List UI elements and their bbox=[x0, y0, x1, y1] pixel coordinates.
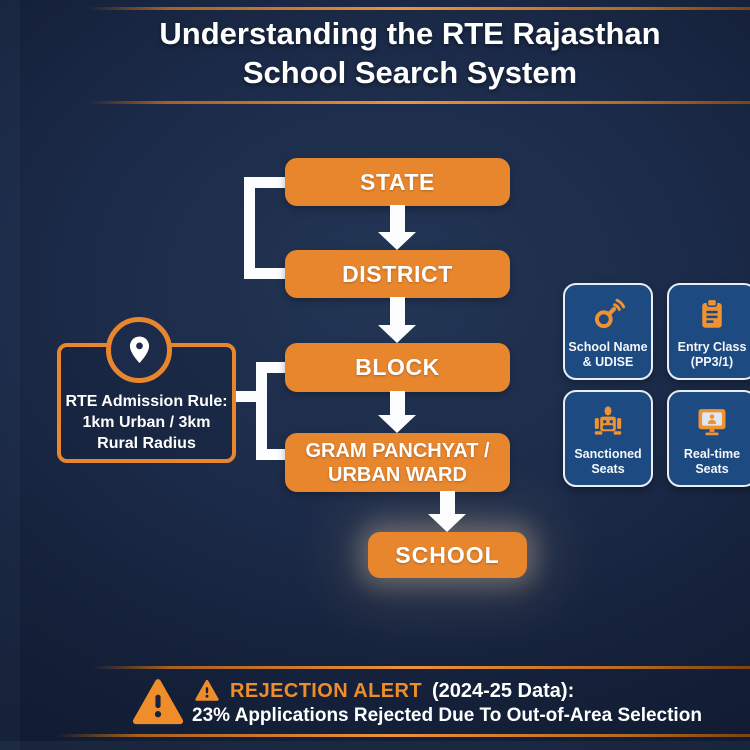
left-edge-band bbox=[0, 0, 20, 750]
arrow-down-icon bbox=[428, 491, 466, 532]
divider-title-bottom bbox=[88, 101, 750, 104]
admission-rule-line-1: RTE Admission Rule: bbox=[65, 393, 228, 410]
admission-rule-line-3: Rural Radius bbox=[97, 435, 196, 452]
alert-headline: REJECTION ALERT (2024-25 Data): bbox=[194, 678, 574, 704]
clipboard-icon bbox=[694, 293, 730, 337]
card-label: School Name & UDISE bbox=[568, 340, 647, 370]
admission-rule-line-2: 1km Urban / 3km bbox=[82, 414, 211, 431]
card-label-line-2: & UDISE bbox=[582, 355, 634, 369]
title-line-1: Understanding the RTE Rajasthan bbox=[159, 16, 661, 51]
flow-step-gram-panchyat: GRAM PANCHYAT / URBAN WARD bbox=[285, 433, 510, 492]
card-label: Entry Class (PP3/1) bbox=[678, 340, 747, 370]
card-label-line-2: (PP3/1) bbox=[690, 355, 734, 369]
connector-block-gram bbox=[256, 362, 285, 460]
arrow-down-icon bbox=[378, 297, 416, 343]
card-label-line-1: School Name bbox=[568, 340, 648, 354]
connector-state-district bbox=[244, 177, 285, 279]
card-label-line-1: Real-time bbox=[683, 447, 741, 461]
feature-card-entry-class: Entry Class (PP3/1) bbox=[667, 283, 750, 380]
page-title: Understanding the RTE Rajasthan School S… bbox=[70, 14, 750, 92]
location-pin-badge bbox=[106, 317, 172, 383]
feature-card-sanctioned-seats: Sanctioned Seats bbox=[563, 390, 653, 487]
admission-rule-text: RTE Admission Rule: 1km Urban / 3km Rura… bbox=[61, 391, 232, 454]
arrow-down-icon bbox=[378, 391, 416, 433]
search-signal-icon bbox=[590, 293, 626, 337]
card-label-line-1: Sanctioned bbox=[574, 447, 642, 461]
warning-triangle-icon bbox=[130, 675, 186, 731]
card-label: Sanctioned Seats bbox=[574, 447, 641, 477]
alert-heading: REJECTION ALERT bbox=[230, 679, 422, 702]
card-label: Real-time Seats bbox=[684, 447, 740, 477]
card-label-line-2: Seats bbox=[695, 462, 729, 476]
flow-step-block: BLOCK bbox=[285, 343, 510, 392]
seat-person-icon bbox=[590, 400, 626, 444]
location-pin-icon bbox=[129, 336, 149, 363]
warning-triangle-icon bbox=[194, 678, 220, 704]
card-label-line-2: Seats bbox=[591, 462, 625, 476]
flow-step-district: DISTRICT bbox=[285, 250, 510, 298]
arrow-down-icon bbox=[378, 205, 416, 250]
title-line-2: School Search System bbox=[242, 55, 578, 90]
alert-message: 23% Applications Rejected Due To Out-of-… bbox=[192, 705, 702, 726]
divider-alert-top bbox=[92, 666, 750, 669]
feature-card-school-name-udise: School Name & UDISE bbox=[563, 283, 653, 380]
flow-step-district-label: DISTRICT bbox=[342, 260, 453, 287]
divider-top bbox=[88, 7, 750, 10]
card-label-line-1: Entry Class bbox=[677, 340, 747, 354]
bottom-edge-band bbox=[0, 741, 750, 750]
flow-step-state: STATE bbox=[285, 158, 510, 206]
flow-step-gram-panchyat-label: GRAM PANCHYAT / URBAN WARD bbox=[305, 439, 490, 486]
divider-bottom bbox=[56, 734, 750, 737]
connector-callout-line bbox=[234, 391, 258, 402]
alert-period: (2024-25 Data): bbox=[431, 679, 575, 702]
flow-step-block-label: BLOCK bbox=[355, 354, 440, 380]
feature-card-realtime-seats: Real-time Seats bbox=[667, 390, 750, 487]
flow-step-school-label: SCHOOL bbox=[395, 541, 500, 568]
flow-step-state-label: STATE bbox=[360, 168, 435, 195]
monitor-person-icon bbox=[694, 400, 730, 444]
flow-step-school: SCHOOL bbox=[368, 532, 527, 578]
